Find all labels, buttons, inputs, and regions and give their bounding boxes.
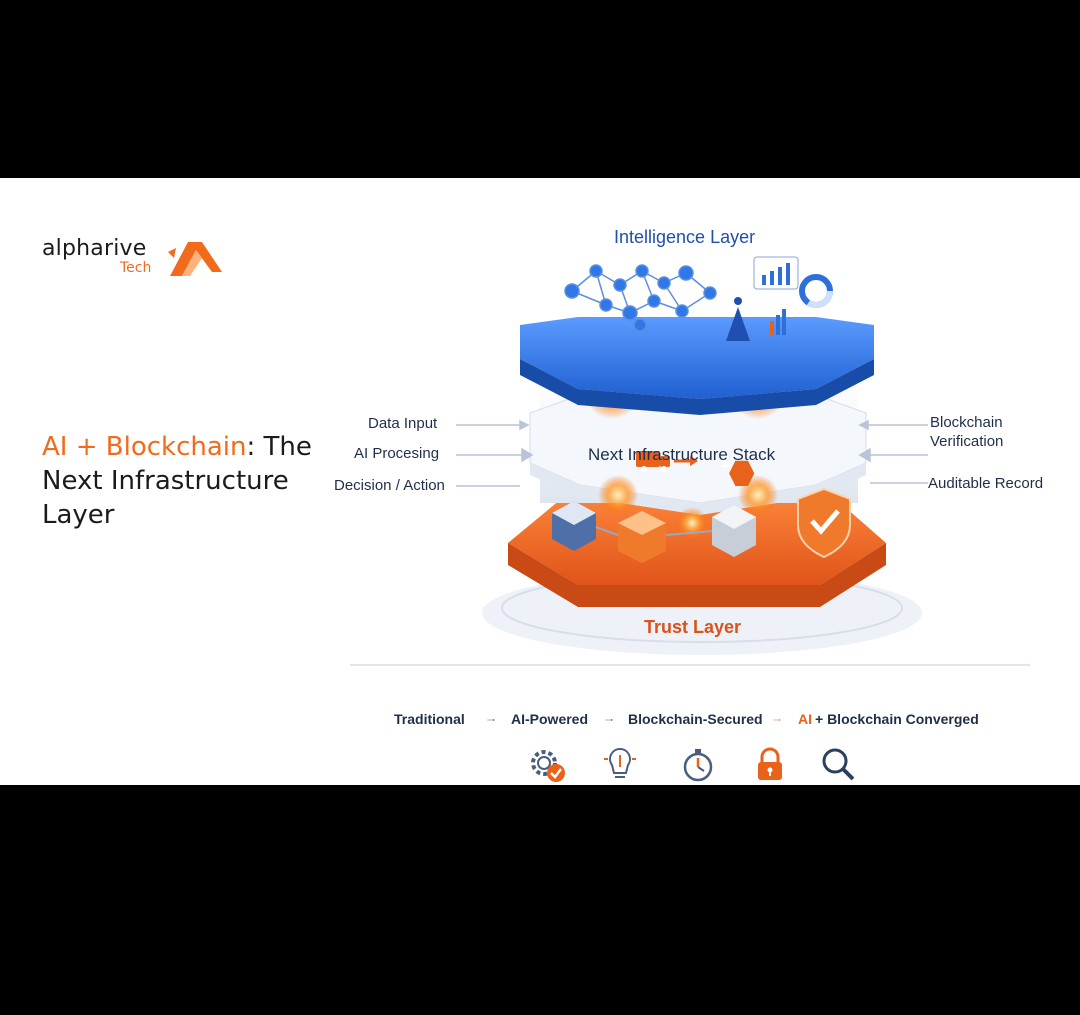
- brand-name: alpharive: [42, 236, 147, 261]
- arrow-icon: [476, 719, 506, 721]
- left-label-ai-processing: AI Procesing: [354, 445, 439, 462]
- intelligence-layer-label: Intelligence Layer: [614, 227, 755, 248]
- evolution-final-rest: + Blockchain Converged: [815, 711, 979, 727]
- arrow-icon: [762, 719, 792, 721]
- gear-check-icon: [526, 743, 570, 785]
- evolution-row: Traditional AI-Powered Blockchain-Secure…: [394, 709, 994, 731]
- brand-sub: Tech: [120, 260, 151, 276]
- evolution-step-traditional: Traditional: [394, 711, 465, 727]
- feature-icons-row: [526, 743, 866, 785]
- infrastructure-diagram: $ Intelligence Layer N: [330, 213, 1050, 773]
- pie-chart-icon: [802, 277, 830, 305]
- left-label-data-input: Data Input: [368, 415, 437, 432]
- brand-mark-icon: [166, 238, 224, 278]
- right-label-verification: Blockchain Verification: [930, 413, 1030, 451]
- analytics-chart-icon: [754, 257, 798, 289]
- evolution-step-blockchain-secured: Blockchain-Secured: [628, 711, 763, 727]
- bar-mini-icon: [770, 309, 786, 335]
- lightbulb-icon: [598, 743, 642, 785]
- stack-label: Next Infrastructure Stack: [588, 445, 775, 465]
- left-label-decision: Decision / Action: [334, 477, 445, 494]
- evolution-step-ai-powered: AI-Powered: [511, 711, 588, 727]
- right-label-auditable: Auditable Record: [928, 475, 1043, 492]
- trust-layer-label: Trust Layer: [644, 617, 741, 638]
- title-accent: AI + Blockchain: [42, 432, 247, 462]
- stopwatch-icon: [676, 743, 720, 785]
- arrow-icon: [594, 719, 624, 721]
- evolution-final-accent: AI: [798, 711, 812, 727]
- padlock-icon: [748, 743, 792, 785]
- brand-logo: alpharive Tech: [42, 236, 232, 282]
- slide: alpharive Tech AI + Blockchain: The Next…: [0, 178, 1080, 785]
- page-title: AI + Blockchain: The Next Infrastructure…: [42, 430, 342, 532]
- magnifier-icon: [816, 743, 860, 785]
